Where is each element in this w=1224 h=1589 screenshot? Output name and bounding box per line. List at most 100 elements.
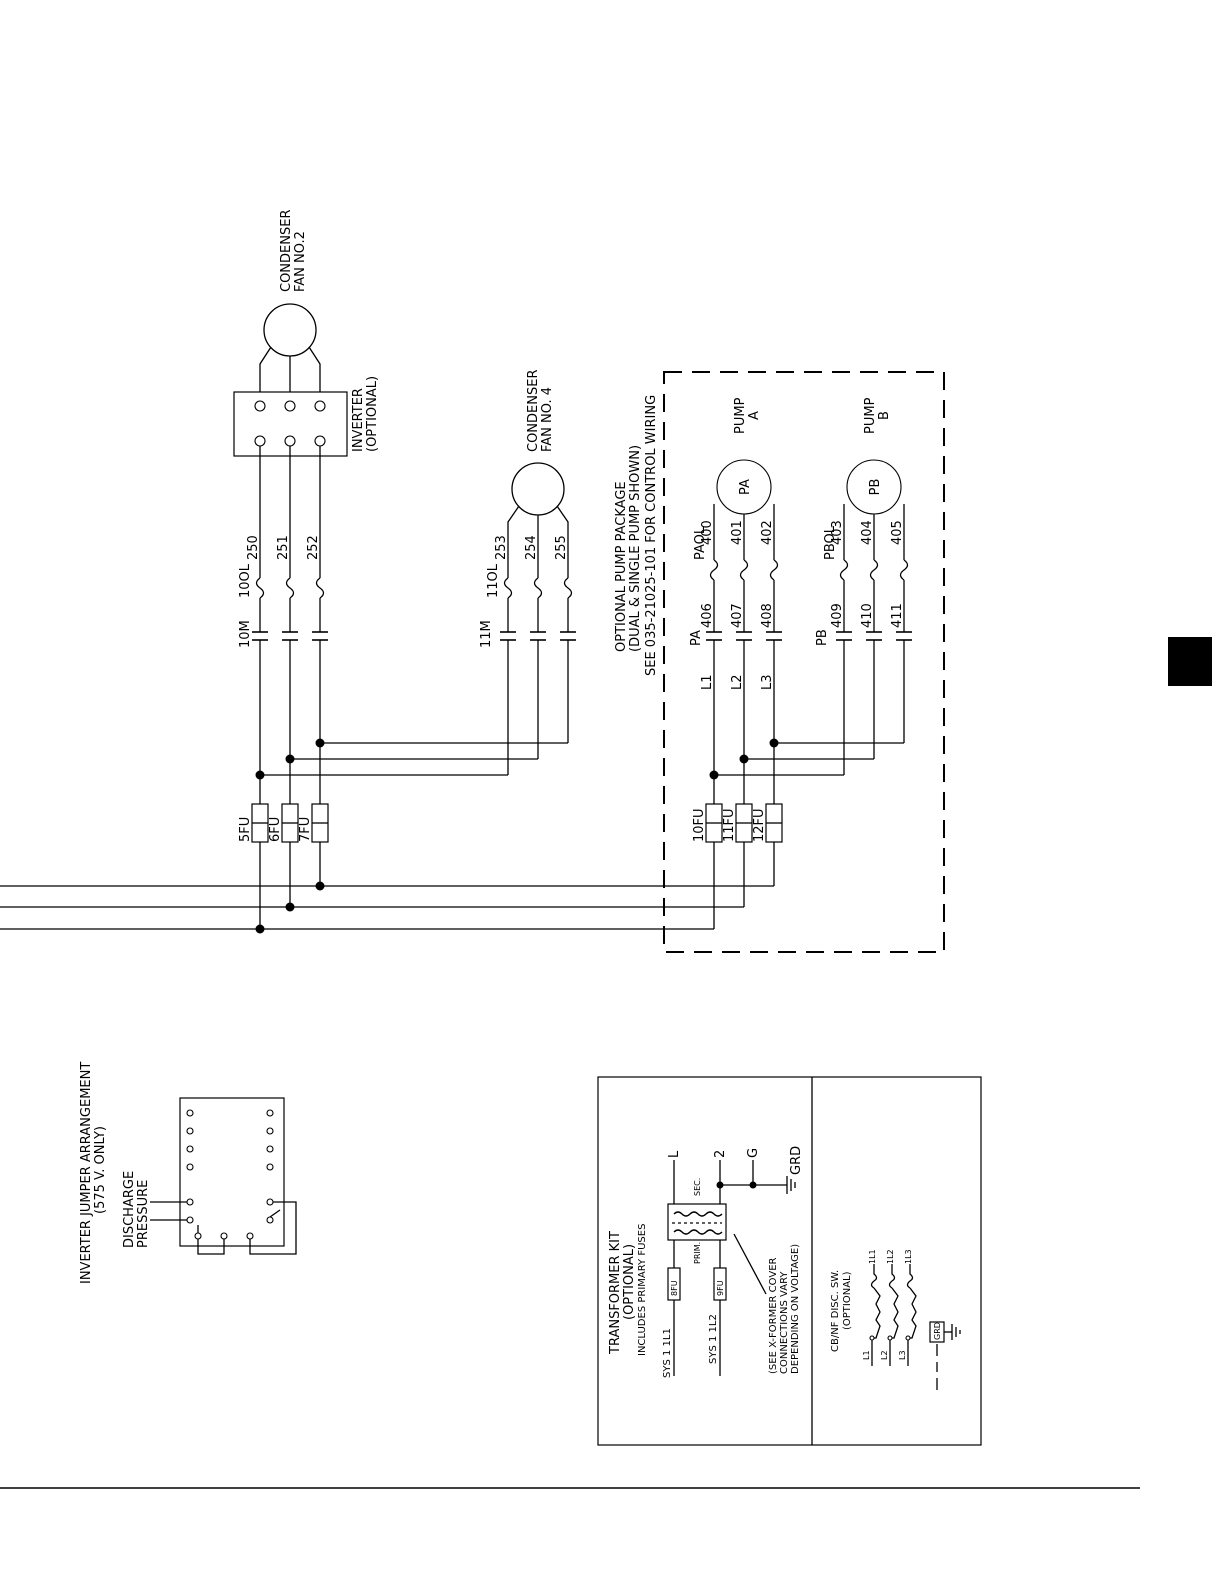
fan-2-label-line1: CONDENSER <box>279 210 294 292</box>
page-tab-marker <box>1168 637 1212 686</box>
transformer-prim-label: PRIM. <box>693 1242 702 1264</box>
disconnect-out-1l3: 1L3 <box>904 1249 913 1264</box>
line-l2-label: L2 <box>730 674 745 690</box>
transformer-note-line1: (SEE X-FORMER COVER <box>768 1257 779 1374</box>
fuse-6fu-label: 6FU <box>268 817 283 842</box>
overload-pbol-heater <box>839 559 849 581</box>
contactor-pb-contacts <box>836 631 912 641</box>
disconnect-out-1l2: 1L2 <box>886 1249 895 1264</box>
jumper-terminal-board <box>179 1097 285 1247</box>
disconnect-in-l3: L3 <box>898 1350 907 1360</box>
disconnect-title-line1: CB/NF DISC. SW. <box>830 1270 841 1352</box>
fuse-11fu-label: 11FU <box>722 808 737 842</box>
disconnect-in-l2: L2 <box>880 1350 889 1360</box>
contactor-pa-contacts <box>706 631 782 641</box>
line-l3-label: L3 <box>760 674 775 690</box>
overload-pbol-label: PBOL <box>823 525 838 560</box>
pump-a-motor-label: PA <box>738 479 753 495</box>
pump-b-label-line1: PUMP <box>863 397 878 434</box>
fan-2-lead <box>259 346 272 395</box>
pump-package-boundary <box>663 371 945 953</box>
pump-package-title-line1: OPTIONAL PUMP PACKAGE <box>614 481 629 652</box>
pump-package-title-line2: (DUAL & SINGLE PUMP SHOWN) <box>628 445 643 652</box>
cb-nf-disconnect: CB/NF DISC. SW. (OPTIONAL) L1 L2 L3 1L1 … <box>830 1249 961 1390</box>
overload-pbol-heater <box>899 559 909 581</box>
transformer-sys-1l1: SYS 1 1L1 <box>662 1328 673 1378</box>
fan-2-lead <box>308 346 321 395</box>
fan-2-motor <box>263 303 317 357</box>
fuse-12fu-label: 12FU <box>752 808 767 842</box>
pump-a-motor <box>716 459 772 515</box>
fan-4-motor <box>511 462 565 516</box>
transformer-title-line1: TRANSFORMER KIT <box>608 1231 623 1355</box>
overload-paol-heater <box>769 559 779 581</box>
wire-label: 401 <box>730 520 745 545</box>
overload-10ol-label: 10OL <box>238 563 253 598</box>
fan-2-circuit: 10OL 10M 250 251 252 <box>238 446 328 804</box>
note-leader <box>733 1233 767 1295</box>
disconnect-out-1l1: 1L1 <box>868 1249 877 1264</box>
line-l1-label: L1 <box>700 674 715 690</box>
wire-label: 403 <box>830 520 845 545</box>
overload-paol-heater <box>709 559 719 581</box>
inverter-label-line1: INVERTER <box>351 388 366 452</box>
wire-label: 410 <box>860 603 875 628</box>
transformer-sec-label: SEC. <box>693 1178 702 1196</box>
wire-label: 253 <box>494 535 509 560</box>
overload-10ol-heater <box>285 577 295 599</box>
jumper-title-line1: INVERTER JUMPER ARRANGEMENT <box>79 1062 94 1284</box>
overload-10ol-heater <box>315 577 325 599</box>
wire-label: 251 <box>276 535 291 560</box>
overload-paol-heater <box>739 559 749 581</box>
overload-11ol-label: 11OL <box>486 563 501 598</box>
transformer-kit: TRANSFORMER KIT (OPTIONAL) INCLUDES PRIM… <box>608 1146 804 1378</box>
transformer-primary-coil <box>673 1229 723 1235</box>
contactor-pa-label: PA <box>689 630 704 646</box>
fan-4-lead <box>507 505 520 578</box>
disconnect-title-line2: (OPTIONAL) <box>842 1271 853 1330</box>
jumper-label-line2: PRESSURE <box>136 1180 151 1248</box>
wire-label: 252 <box>306 535 321 560</box>
fuse-9fu-label: 9FU <box>716 1280 725 1296</box>
jumper-label-line1: DISCHARGE <box>122 1171 137 1248</box>
pump-package-title-line3: SEE 035-21025-101 FOR CONTROL WIRING <box>644 395 659 676</box>
transformer-out-l: L <box>667 1150 682 1158</box>
transformer-note-line3: DEPENDING ON VOLTAGE) <box>790 1244 801 1374</box>
wire-label: 250 <box>246 535 261 560</box>
pump-a-label-line1: PUMP <box>733 397 748 434</box>
wire-label: 402 <box>760 520 775 545</box>
fan-2-label-line2: FAN NO.2 <box>293 231 308 292</box>
overload-11ol-heater <box>563 577 573 599</box>
main-fuses: 5FU 6FU 7FU <box>238 803 329 929</box>
disconnect-poles <box>869 1264 917 1366</box>
overload-10ol-heater <box>255 577 265 599</box>
transformer-note-line2: CONNECTIONS VARY <box>779 1271 790 1374</box>
fan-4-lead <box>556 505 569 578</box>
fuse-10fu-label: 10FU <box>692 808 707 842</box>
condenser-fan-4: CONDENSER FAN NO. 4 11OL 11M 253 254 255 <box>479 370 576 775</box>
transformer-grd: GRD <box>789 1146 804 1175</box>
wire-label: 255 <box>554 535 569 560</box>
inverter-jumper-arrangement: INVERTER JUMPER ARRANGEMENT (575 V. ONLY… <box>79 1062 297 1284</box>
jumper-terminals <box>186 1109 274 1240</box>
transformer-out-2: 2 <box>713 1150 728 1158</box>
fuse-7fu-label: 7FU <box>298 817 313 842</box>
incoming-power-lines <box>0 842 775 934</box>
wire-label: 406 <box>700 603 715 628</box>
disconnect-grd-label: GRD <box>933 1322 942 1340</box>
pump-b-motor <box>846 459 902 515</box>
overload-paol-label: PAOL <box>693 526 708 560</box>
contactor-11m-contacts <box>500 631 576 641</box>
jumper-wire <box>249 1201 297 1255</box>
transformer-title-line2: (OPTIONAL) <box>622 1244 637 1320</box>
overload-11ol-heater <box>533 577 543 599</box>
pump-b-label-line2: B <box>877 411 892 420</box>
wire-label: 407 <box>730 603 745 628</box>
wire-label: 405 <box>890 520 905 545</box>
inverter-label-line2: (OPTIONAL) <box>365 376 380 452</box>
contactor-10m-label: 10M <box>238 620 253 648</box>
jumper-wire <box>269 1209 281 1218</box>
fan-bus-connections <box>255 738 568 780</box>
